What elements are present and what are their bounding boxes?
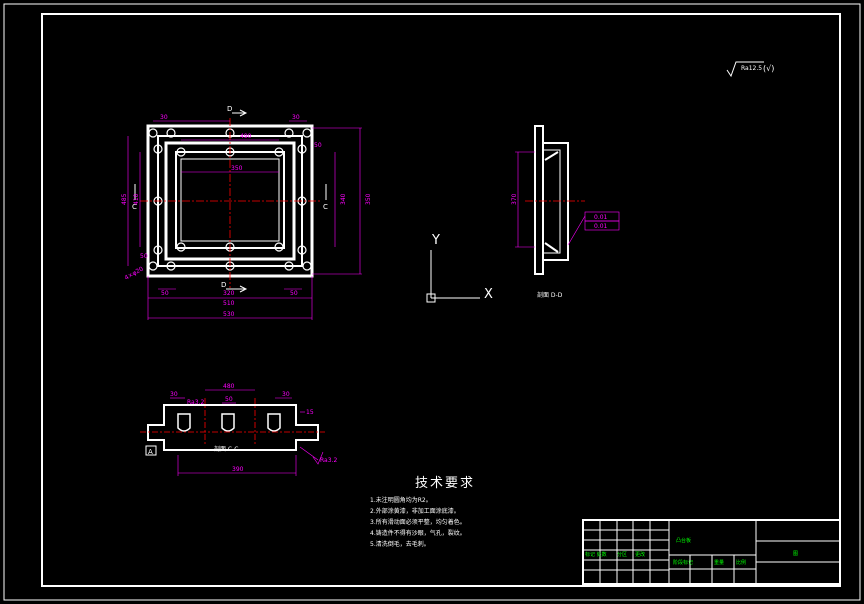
- cc-dim-480: 480: [223, 383, 235, 390]
- cc-dim-30-left: 30: [170, 391, 178, 398]
- outer-border: [3, 3, 861, 601]
- section-mark-c-right: C: [323, 203, 328, 211]
- tech-item: 4.铸造件不得有沙眼，气孔，裂纹。: [370, 530, 466, 537]
- dim-340: 340: [340, 193, 347, 205]
- dim-320: 320: [223, 290, 235, 297]
- cc-dim-390: 390: [232, 466, 244, 473]
- tech-item: 2.外部涂黄漆，非加工面涂底漆。: [370, 508, 460, 515]
- dim-485: 485: [121, 193, 128, 205]
- dim-30-left: 30: [160, 114, 168, 121]
- title-block-stage: 阶段标记: [673, 559, 693, 566]
- cc-dim-30-right: 30: [282, 391, 290, 398]
- top-view: D D C C 30 30 490 350 485 410 340 350 32…: [121, 105, 372, 320]
- tech-requirements: 技术要求 1.未注明圆角均为R2。 2.外部涂黄漆，非加工面涂底漆。 3.所有滑…: [370, 472, 520, 550]
- dim-350-outer: 350: [365, 193, 372, 205]
- ucs-axes: [426, 250, 480, 303]
- dim-350-inner: 350: [231, 165, 243, 172]
- section-mark-c-left: C: [132, 203, 137, 211]
- title-block-name: 凸台板: [676, 537, 691, 544]
- section-mark-d-top: D: [227, 105, 232, 113]
- title-block-row2: 分区: [617, 551, 627, 558]
- dd-tolerance-1: 0.01: [594, 214, 608, 221]
- tech-item: 3.所有滑动面必须平整，均匀着色。: [370, 519, 466, 526]
- title-block-row1: 标记 处数: [585, 551, 607, 558]
- axis-y-label: Y: [431, 233, 440, 248]
- section-cc-view: 480 50 30 30 15 390 Ra3.2 Ra3.2 A 剖面 C-C: [140, 383, 337, 476]
- title-block-row3: 更改: [635, 551, 645, 558]
- section-mark-d-bottom: D: [221, 281, 226, 289]
- tech-requirements-title: 技术要求: [414, 476, 475, 491]
- dim-490: 490: [240, 133, 252, 140]
- dim-510: 510: [223, 300, 235, 307]
- tech-item: 1.未注明圆角均为R2。: [370, 497, 432, 504]
- dd-tolerance-2: 0.01: [594, 223, 608, 230]
- axis-x-label: X: [484, 287, 493, 302]
- cc-roughness: Ra3.2: [320, 457, 337, 464]
- section-dd-view: 370 0.01 0.01 剖面 D-D: [511, 125, 620, 299]
- dd-dim-370: 370: [511, 193, 518, 205]
- cc-datum-a: A: [148, 448, 153, 456]
- title-block-code: 图: [793, 551, 798, 557]
- cc-dim-15: 15: [306, 409, 314, 416]
- dim-50-tr: 50: [314, 142, 322, 149]
- dim-holes: 4×φ20: [124, 265, 145, 281]
- cc-section-label: 剖面 C-C: [214, 445, 238, 453]
- dim-530: 530: [223, 311, 235, 318]
- title-block-scale: 比例: [736, 559, 746, 566]
- title-block: [582, 519, 841, 585]
- roughness-value: Ra12.5: [741, 65, 762, 72]
- cc-dim-50: 50: [225, 396, 233, 403]
- roughness-suffix: (√): [763, 64, 774, 73]
- cc-roughness-top: Ra3.2: [187, 399, 204, 406]
- dim-30-right: 30: [292, 114, 300, 121]
- dim-50-br: 50: [290, 290, 298, 297]
- tech-item: 5.清洗倒毛，去毛刺。: [370, 541, 430, 548]
- tech-requirements-list: 1.未注明圆角均为R2。 2.外部涂黄漆，非加工面涂底漆。 3.所有滑动面必须平…: [370, 495, 520, 550]
- inner-border: [41, 13, 841, 587]
- roughness-symbol: Ra12.5 (√): [726, 61, 774, 78]
- dd-section-label: 剖面 D-D: [537, 291, 563, 299]
- dim-50-left: 50: [140, 253, 148, 260]
- dim-50-bl: 50: [161, 290, 169, 297]
- title-block-weight: 重量: [714, 559, 724, 566]
- dim-410: 410: [133, 193, 140, 205]
